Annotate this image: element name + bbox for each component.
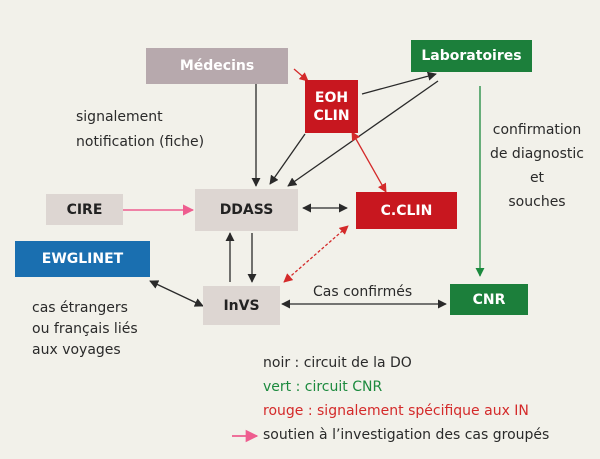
label-cas-etrangers: cas étrangers ou français liés aux voyag… — [32, 298, 138, 361]
label-confirmation: confirmation de diagnostic et souches — [481, 118, 593, 214]
legend-vert: vert : circuit CNR — [263, 379, 383, 395]
node-invs: InVS — [203, 286, 280, 325]
node-medecins: Médecins — [146, 48, 288, 84]
arrow-invs-cclin — [283, 225, 349, 283]
arrow-ewglinet-invs — [149, 280, 204, 307]
label-cas-etrangers-line1: cas étrangers — [32, 300, 128, 316]
node-cire: CIRE — [46, 194, 123, 225]
label-confirmation-line3: et — [529, 170, 545, 186]
label-cas-etrangers-line2: ou français liés — [32, 321, 138, 337]
clin-label: CLIN — [313, 107, 350, 124]
arrow-labo-eohclin — [361, 71, 437, 95]
legend-rose: soutien à l’investigation des cas groupé… — [263, 427, 550, 443]
node-ddass: DDASS — [195, 189, 298, 231]
label-cas-etrangers-line3: aux voyages — [32, 342, 121, 358]
arrow-eohclin-cclin — [351, 131, 387, 193]
arrow-eohclin-ddass — [269, 133, 306, 185]
arrow-medecins-eohclin — [293, 68, 309, 82]
node-ewglinet: EWGLINET — [15, 241, 150, 277]
label-signalement-line1: signalement — [76, 109, 163, 125]
label-signalement-line2: notification (fiche) — [76, 134, 205, 150]
legend-rouge: rouge : signalement spécifique aux IN — [263, 403, 529, 419]
node-cnr: CNR — [450, 284, 528, 315]
label-signalement: signalement notification (fiche) — [76, 107, 204, 152]
label-confirmation-line4: souches — [508, 194, 566, 210]
node-cclin: C.CLIN — [356, 192, 457, 229]
label-cas-confirmes: Cas confirmés — [313, 284, 413, 300]
node-laboratoires: Laboratoires — [411, 40, 532, 72]
eoh-label: EOH — [314, 89, 349, 106]
label-confirmation-line2: de diagnostic — [489, 146, 584, 162]
node-eoh-clin: EOH CLIN — [305, 80, 358, 133]
legend-noir: noir : circuit de la DO — [263, 355, 412, 371]
label-confirmation-line1: confirmation — [492, 122, 582, 138]
